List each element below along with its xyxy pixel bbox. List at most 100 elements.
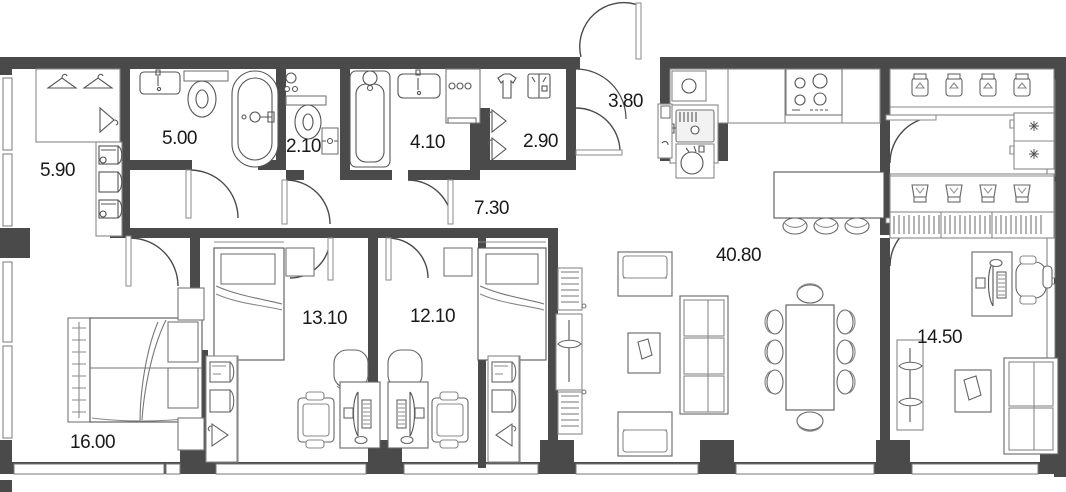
hanger-icon [82,73,114,89]
sink-icon [139,69,181,95]
hanger-icon [487,108,507,134]
room-label-12-10: 12.10 [410,306,456,327]
room-label-3-80: 3.80 [608,91,643,112]
keyboard-icon [996,271,1007,299]
windows [2,77,1056,475]
wardrobe-left-fixtures [35,68,123,237]
cooktop-icon [785,68,843,116]
nightstand [177,417,205,451]
bookshelf-icon [557,267,587,311]
bedroom-2-furniture [205,241,381,463]
nightstand [443,247,473,277]
sink-small-icon [283,72,299,93]
glass-icon [945,184,963,203]
shirt-icon [527,73,551,99]
room-label-7-30: 7.30 [474,198,509,219]
glass-icon [979,184,997,203]
office-chair-icon [1015,255,1053,305]
bookshelf-icon [557,389,587,435]
mouse-icon [989,258,1003,268]
pantry-shelf [889,68,1055,116]
armchair-icon [617,251,673,297]
folded-clothes-icon [209,361,235,383]
room-label-2-90: 2.90 [523,131,558,152]
dining-chair-icon [836,339,856,365]
folded-clothes-icon [491,389,517,413]
room-label-13-10: 13.10 [302,308,348,329]
bathtub-icon [349,70,391,168]
shirt-icon [497,73,517,99]
dining-chair-icon [796,411,824,432]
hanger-icon [46,73,78,89]
bottle-shelf [889,211,1055,239]
bar-stool-icon [782,217,808,235]
coffee-table-icon [627,332,661,374]
desk-icon [339,381,381,449]
dining-chair-icon [764,369,784,395]
jar-icon [979,73,997,97]
folded-clothes-icon [98,171,123,193]
dining-table-icon [764,283,856,432]
bar-counter [773,171,885,235]
wardrobe-hall-fixtures [487,73,551,162]
folded-clothes-icon [98,145,123,165]
wc-fixtures [283,72,339,155]
nightstand [285,247,315,277]
wardrobe-shelves [487,355,521,463]
oven-icon [657,103,673,159]
room-label-14-50: 14.50 [917,327,963,348]
dining-chair-icon [836,309,856,335]
nightstand [177,287,205,321]
toilet-icon [183,70,229,118]
jar-icon [911,73,929,97]
kitchen-fixtures [657,68,1055,239]
sink-icon [397,69,441,99]
glass-icon [911,184,929,203]
sofa-icon [679,295,729,415]
folded-clothes-icon [491,361,517,383]
desk-icon [971,251,1013,317]
plant-icon [896,339,924,431]
double-bed-icon [89,317,203,423]
refrigerator-icon [1009,112,1055,170]
single-bed-icon [213,241,285,361]
washer-icon [445,68,481,124]
dining-chair-icon [836,369,856,395]
bathtub-oval-icon [231,70,279,168]
bathroom-main-fixtures [139,69,279,168]
dining-chair-icon [796,283,824,304]
jar-icon [945,73,963,97]
radiator-icon [67,317,91,423]
master-bedroom-furniture [67,287,205,451]
bar-stool-icon [813,217,839,235]
plant-icon [555,313,583,391]
room-label-4-10: 4.10 [410,132,445,153]
armchair-icon [617,411,673,457]
toilet-icon [285,95,327,140]
office-sofa-icon [1003,357,1059,455]
office-furniture [896,251,1059,455]
bedroom-3-furniture [387,241,547,463]
bathroom-second-fixtures [349,68,481,168]
office-coffee-table-icon [954,369,992,413]
folded-clothes-icon [98,199,123,219]
keyboard-icon [361,399,372,429]
hanger-icon [99,106,119,134]
towel-rail-icon [321,127,339,155]
corridor-storage [555,267,587,435]
dining-chair-icon [764,309,784,335]
folded-clothes-icon [209,389,235,413]
armchair-icon [297,391,335,449]
hanger-icon [495,422,517,448]
armchair-icon [431,391,469,449]
room-label-2-10: 2.10 [286,136,321,157]
living-room-furniture [617,251,856,457]
single-bed-icon [477,241,547,361]
room-label-40-80: 40.80 [716,245,762,266]
wardrobe-shelves [205,355,239,463]
room-label-5-90: 5.90 [40,160,75,181]
door-swings [125,1,939,287]
washing-machine-icon [675,143,715,179]
